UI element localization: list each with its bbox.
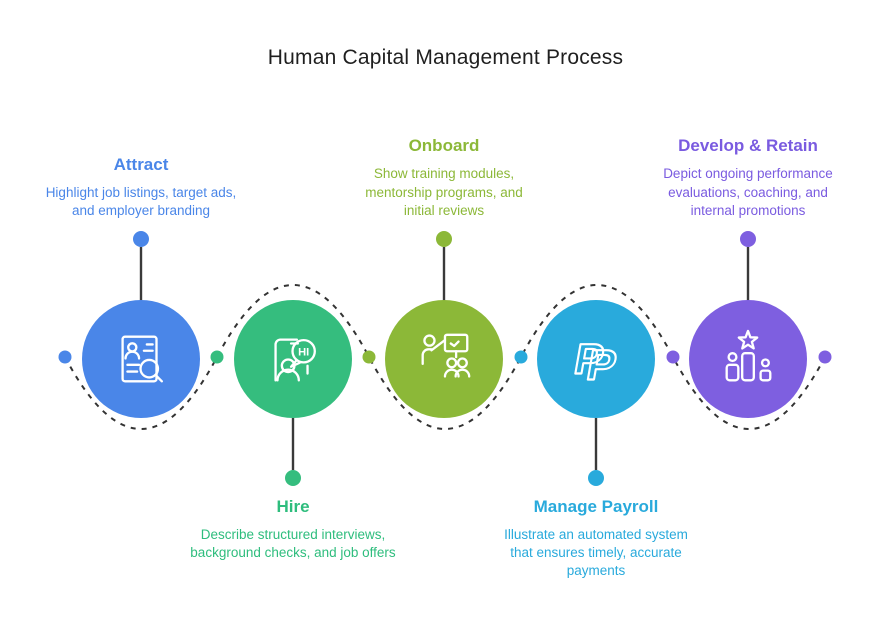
paypal-icon: P P (570, 335, 621, 390)
wave-dot-start (58, 350, 72, 364)
training-presentation-icon (421, 333, 471, 378)
node-desc-hire: Describe structured interviews, backgrou… (190, 527, 396, 561)
label-block-payroll: Manage Payroll Illustrate an automated s… (491, 497, 701, 581)
node-circle-onboard[interactable] (385, 300, 503, 418)
svg-text:HI: HI (298, 347, 309, 359)
node-circle-develop[interactable] (689, 300, 807, 418)
node-circle-payroll[interactable]: P P (537, 300, 655, 418)
stem-dot-onboard (436, 231, 452, 247)
node-desc-develop: Depict ongoing performance evaluations, … (663, 166, 833, 218)
node-title-onboard: Onboard (408, 136, 480, 156)
node-title-hire: Hire (276, 497, 310, 516)
node-title-payroll: Manage Payroll (533, 497, 659, 516)
stem-dot-attract (133, 231, 149, 247)
star-podium-icon (725, 329, 772, 382)
label-block-onboard: Onboard Show training modules, mentorshi… (354, 136, 534, 220)
node-desc-onboard: Show training modules, mentorship progra… (365, 166, 523, 218)
wave-dot-1 (210, 350, 224, 364)
stem-dot-develop (740, 231, 756, 247)
label-block-develop: Develop & Retain Depict ongoing performa… (648, 136, 848, 220)
diagram-title: Human Capital Management Process (267, 46, 624, 69)
node-desc-attract: Highlight job listings, target ads, and … (45, 184, 237, 218)
node-title-attract: Attract (113, 154, 169, 174)
wave-dot-4 (666, 350, 680, 364)
label-block-attract: Attract Highlight job listings, target a… (41, 155, 241, 220)
stem-dot-hire (285, 470, 301, 486)
node-circle-hire[interactable]: HI (234, 300, 352, 418)
wave-dot-end (818, 350, 832, 364)
node-title-develop: Develop & Retain (678, 136, 818, 156)
node-circle-attract[interactable] (82, 300, 200, 418)
node-desc-payroll: Illustrate an automated system that ensu… (504, 527, 688, 579)
stem-dot-payroll (588, 470, 604, 486)
wave-dot-2 (362, 350, 376, 364)
wave-dot-3 (514, 350, 528, 364)
interview-greeting-icon: HI (274, 338, 316, 382)
label-block-hire: Hire Describe structured interviews, bac… (188, 497, 398, 562)
dashed-wave-line (64, 283, 826, 431)
resume-search-icon (121, 335, 163, 383)
